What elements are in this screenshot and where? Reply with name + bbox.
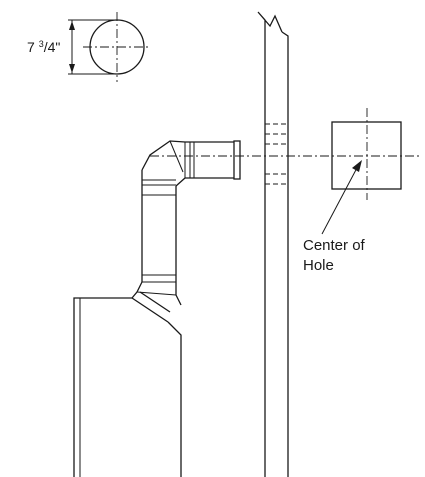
dimension-arrow-bottom bbox=[69, 64, 75, 73]
transition-collar bbox=[131, 291, 171, 323]
upper-elbow-outer bbox=[141, 140, 186, 171]
vent-pipe-assembly bbox=[131, 140, 241, 323]
dimension-label: 7 3/4" bbox=[27, 39, 60, 55]
wall-hole-front-view bbox=[331, 108, 402, 200]
callout-label-line-1: Center of bbox=[303, 237, 366, 254]
appliance-cabinet bbox=[73, 297, 182, 477]
upper-elbow-inner bbox=[175, 177, 186, 187]
pipe-diameter-detail: 7 3/4" bbox=[27, 12, 151, 82]
cabinet-right-side bbox=[167, 321, 182, 477]
horizontal-vent-pipe bbox=[185, 141, 234, 179]
cabinet-top-left bbox=[73, 297, 132, 477]
callout-label-line-2: Hole bbox=[303, 257, 334, 274]
wall-section bbox=[257, 11, 289, 477]
leader-line bbox=[321, 165, 359, 235]
vertical-vent-pipe bbox=[141, 170, 177, 282]
transition-seam bbox=[136, 291, 177, 296]
wall-left-edge-break bbox=[257, 11, 283, 477]
vent-pipe-end-cap bbox=[233, 140, 241, 180]
hole-square bbox=[331, 121, 402, 190]
center-of-hole-callout: Center of Hole bbox=[303, 160, 366, 274]
elbow-seam-1 bbox=[169, 140, 184, 173]
dimension-arrow-top bbox=[69, 21, 75, 30]
leader-arrowhead bbox=[352, 160, 362, 172]
wall-right-edge bbox=[281, 31, 289, 477]
